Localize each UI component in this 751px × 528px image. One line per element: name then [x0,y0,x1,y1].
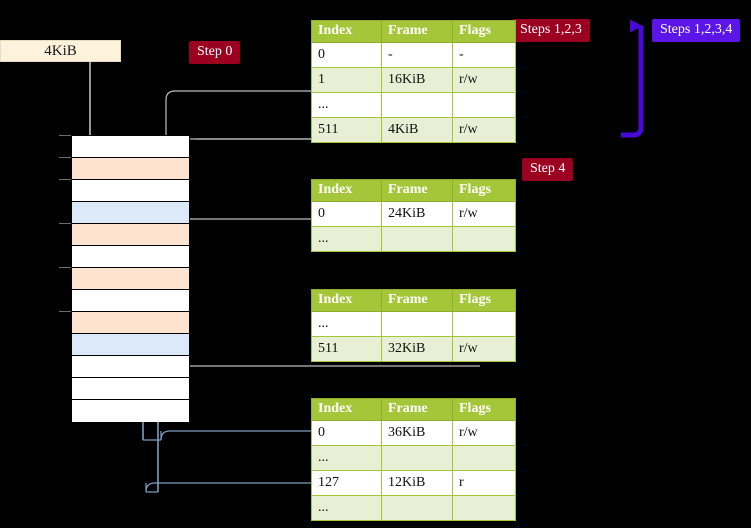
table-row: ... [311,495,516,521]
column-header-frame: Frame [381,179,453,202]
badge-steps-1234: Steps 1,2,3,4 [652,19,741,42]
memory-frame-row [72,312,189,334]
cell-flags: r/w [452,67,516,93]
cell-flags: - [452,42,516,68]
cell-frame: - [381,42,453,68]
column-header-frame: Frame [381,398,453,421]
cell-index: ... [311,495,382,521]
memory-tick [59,157,71,158]
cell-index: 1 [311,67,382,93]
cell-index: ... [311,445,382,471]
memory-frame-row [72,268,189,290]
cell-flags [452,311,516,337]
cell-frame [381,495,453,521]
badge-step-0: Step 0 [189,41,241,64]
column-header-flags: Flags [452,289,516,312]
memory-frame-row [72,180,189,202]
cell-frame [381,311,453,337]
memory-frame-row [72,334,189,356]
cell-frame: 36KiB [381,420,453,446]
memory-frame-row [72,378,189,400]
memory-frame-row [72,158,189,180]
memory-frame-row [72,400,189,422]
table-row: ... [311,226,516,252]
column-header-flags: Flags [452,20,516,43]
memory-tick [59,135,71,136]
cell-flags: r [452,470,516,496]
cell-flags [452,92,516,118]
memory-tick [59,311,71,312]
physical-memory-column [71,135,190,422]
cell-index: 0 [311,42,382,68]
cell-index: 127 [311,470,382,496]
badge-steps-123: Steps 1,2,3 [512,19,590,42]
cell-index: ... [311,92,382,118]
memory-frame-row [72,136,189,158]
column-header-flags: Flags [452,398,516,421]
cell-flags: r/w [452,420,516,446]
cell-frame: 16KiB [381,67,453,93]
column-header-index: Index [311,20,382,43]
cell-flags [452,226,516,252]
memory-frame-row [72,356,189,378]
table-row: ... [311,92,516,118]
cell-flags [452,495,516,521]
column-header-frame: Frame [381,20,453,43]
cell-frame [381,226,453,252]
violet-bracket-arrow [621,19,644,138]
frame-size-label: 4KiB [0,40,121,62]
column-header-index: Index [311,398,382,421]
memory-frame-row [72,290,189,312]
cell-index: 0 [311,420,382,446]
memory-tick [59,179,71,180]
cell-flags: r/w [452,336,516,362]
table-row: ... [311,445,516,471]
cell-index: ... [311,311,382,337]
cell-flags [452,445,516,471]
badge-step-4: Step 4 [522,158,574,181]
memory-frame-row [72,202,189,224]
column-header-index: Index [311,289,382,312]
memory-tick [59,223,71,224]
cell-frame: 32KiB [381,336,453,362]
cell-index: 511 [311,336,382,362]
cell-frame [381,445,453,471]
cell-flags: r/w [452,201,516,227]
cell-frame: 12KiB [381,470,453,496]
cell-index: 0 [311,201,382,227]
memory-tick [59,267,71,268]
table-row: ... [311,311,516,337]
memory-frame-row [72,224,189,246]
cell-index: ... [311,226,382,252]
cell-frame [381,92,453,118]
cell-frame: 4KiB [381,117,453,143]
cell-flags: r/w [452,117,516,143]
cell-frame: 24KiB [381,201,453,227]
table-row: 0-- [311,42,516,68]
column-header-flags: Flags [452,179,516,202]
column-header-frame: Frame [381,289,453,312]
column-header-index: Index [311,179,382,202]
memory-frame-row [72,246,189,268]
cell-index: 511 [311,117,382,143]
